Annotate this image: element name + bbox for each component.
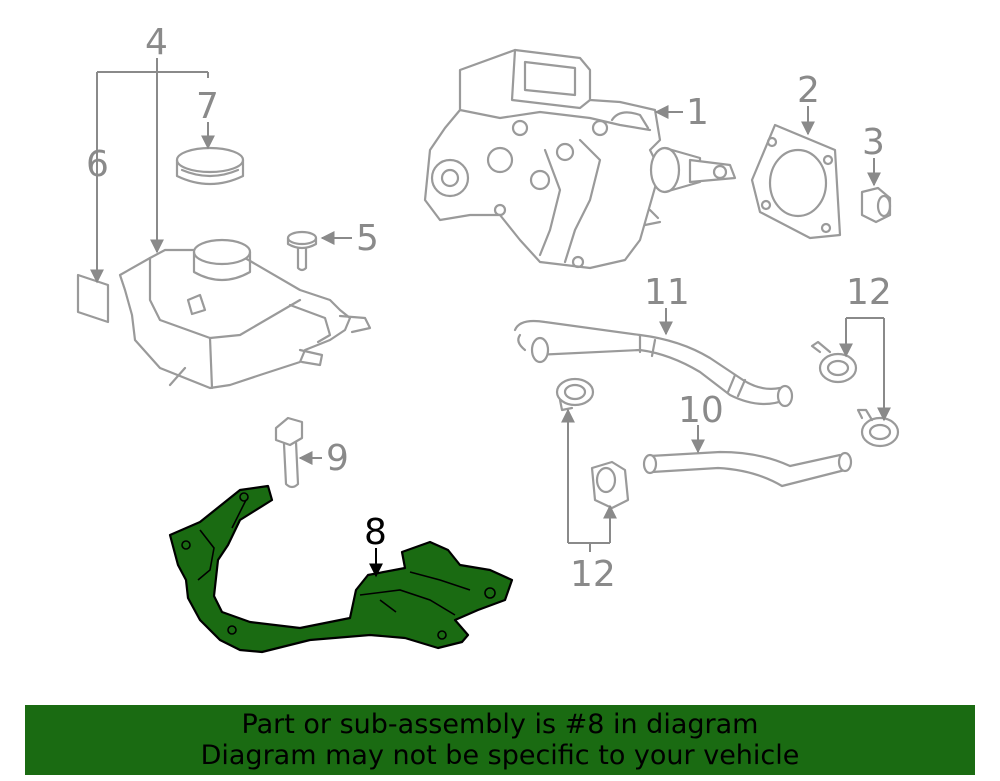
callout-5: 5 <box>356 218 379 259</box>
label-plate <box>76 273 110 324</box>
brake-master-cylinder-assembly <box>423 48 737 270</box>
callout-2: 2 <box>797 70 820 111</box>
callout-11: 11 <box>644 272 690 313</box>
info-banner: Part or sub-assembly is #8 in diagram Di… <box>25 705 975 775</box>
callout-numbers: 4 7 6 5 1 2 3 11 12 10 9 8 12 <box>86 22 892 595</box>
clamp-12-a <box>555 377 595 412</box>
nut-3 <box>860 186 892 224</box>
reservoir-tank <box>118 238 372 390</box>
callout-7: 7 <box>196 86 219 127</box>
callout-10: 10 <box>678 390 724 431</box>
clamp-12-c <box>810 340 858 384</box>
banner-line-2: Diagram may not be specific to your vehi… <box>200 740 800 771</box>
callout-3: 3 <box>862 122 885 163</box>
banner-line-1: Part or sub-assembly is #8 in diagram <box>241 709 759 740</box>
clamp-12-d <box>856 408 900 448</box>
callout-9: 9 <box>326 438 349 479</box>
callout-1: 1 <box>686 92 709 133</box>
reservoir-cap <box>175 146 245 186</box>
bolt-9 <box>274 416 304 489</box>
clamp-12-b <box>590 460 630 510</box>
leader-lines <box>90 58 891 578</box>
callout-12-bottom: 12 <box>570 554 616 595</box>
callout-6: 6 <box>86 144 109 185</box>
hose-10 <box>642 450 853 488</box>
callout-12-right: 12 <box>846 272 892 313</box>
callout-4: 4 <box>145 22 168 63</box>
bracket-8-highlighted <box>168 484 514 654</box>
hose-11 <box>513 319 794 408</box>
callout-8: 8 <box>364 512 387 553</box>
gasket-2 <box>750 123 842 240</box>
bolt-5 <box>286 230 318 272</box>
